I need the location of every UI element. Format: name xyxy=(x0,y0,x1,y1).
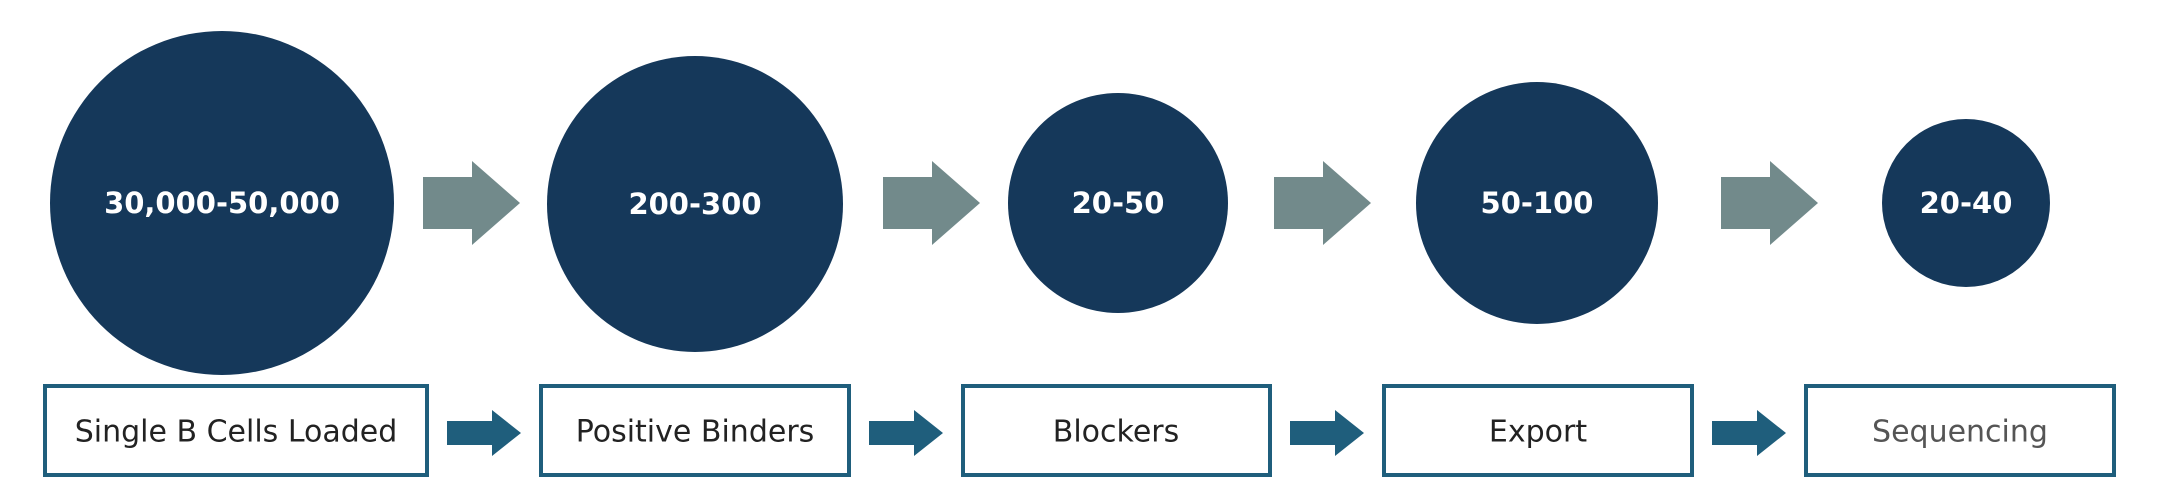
arrow-right-icon xyxy=(869,410,943,456)
stage-box-frame xyxy=(1382,384,1694,477)
stage-box-frame xyxy=(961,384,1272,477)
stage-boxes: Single B Cells Loaded Positive Binders B… xyxy=(43,384,2116,477)
arrow-right-icon xyxy=(1290,410,1364,456)
stage-circle-shape xyxy=(1416,82,1658,324)
stage-box-frame xyxy=(43,384,429,477)
stage-box-frame xyxy=(1804,384,2116,477)
arrow-right-icon xyxy=(1274,161,1371,245)
stage-label: Single B Cells Loaded xyxy=(75,415,398,450)
stage-box-1: Single B Cells Loaded xyxy=(43,384,429,477)
stage-count: 50-100 xyxy=(1481,186,1594,220)
arrow-right-icon xyxy=(1721,161,1818,245)
stage-box-4: Export xyxy=(1382,384,1694,477)
arrow-right-icon xyxy=(883,161,980,245)
arrow-right-icon xyxy=(423,161,520,245)
stage-label: Sequencing xyxy=(1872,415,2048,450)
stage-circle-shape xyxy=(547,56,843,352)
stage-circles: 30,000-50,000 200-300 20-50 50-100 20-40 xyxy=(50,31,2050,375)
stage-count: 30,000-50,000 xyxy=(104,186,340,220)
stage-circle-3: 20-50 xyxy=(1008,93,1228,313)
stage-circle-shape xyxy=(50,31,394,375)
lower-arrows xyxy=(447,410,1786,456)
stage-circle-shape xyxy=(1008,93,1228,313)
stage-label: Positive Binders xyxy=(576,415,815,450)
stage-box-2: Positive Binders xyxy=(539,384,851,477)
stage-box-5: Sequencing xyxy=(1804,384,2116,477)
arrow-right-icon xyxy=(1712,410,1786,456)
stage-count: 200-300 xyxy=(628,187,761,221)
stage-circle-4: 50-100 xyxy=(1416,82,1658,324)
stage-circle-1: 30,000-50,000 xyxy=(50,31,394,375)
stage-count: 20-40 xyxy=(1920,186,2013,220)
stage-count: 20-50 xyxy=(1072,186,1165,220)
stage-box-3: Blockers xyxy=(961,384,1272,477)
stage-label: Export xyxy=(1489,415,1587,450)
stage-circle-shape xyxy=(1882,119,2050,287)
stage-circle-2: 200-300 xyxy=(547,56,843,352)
upper-arrows xyxy=(423,161,1818,245)
stage-label: Blockers xyxy=(1053,415,1180,450)
arrow-right-icon xyxy=(447,410,521,456)
stage-box-frame xyxy=(539,384,851,477)
stage-circle-5: 20-40 xyxy=(1882,119,2050,287)
